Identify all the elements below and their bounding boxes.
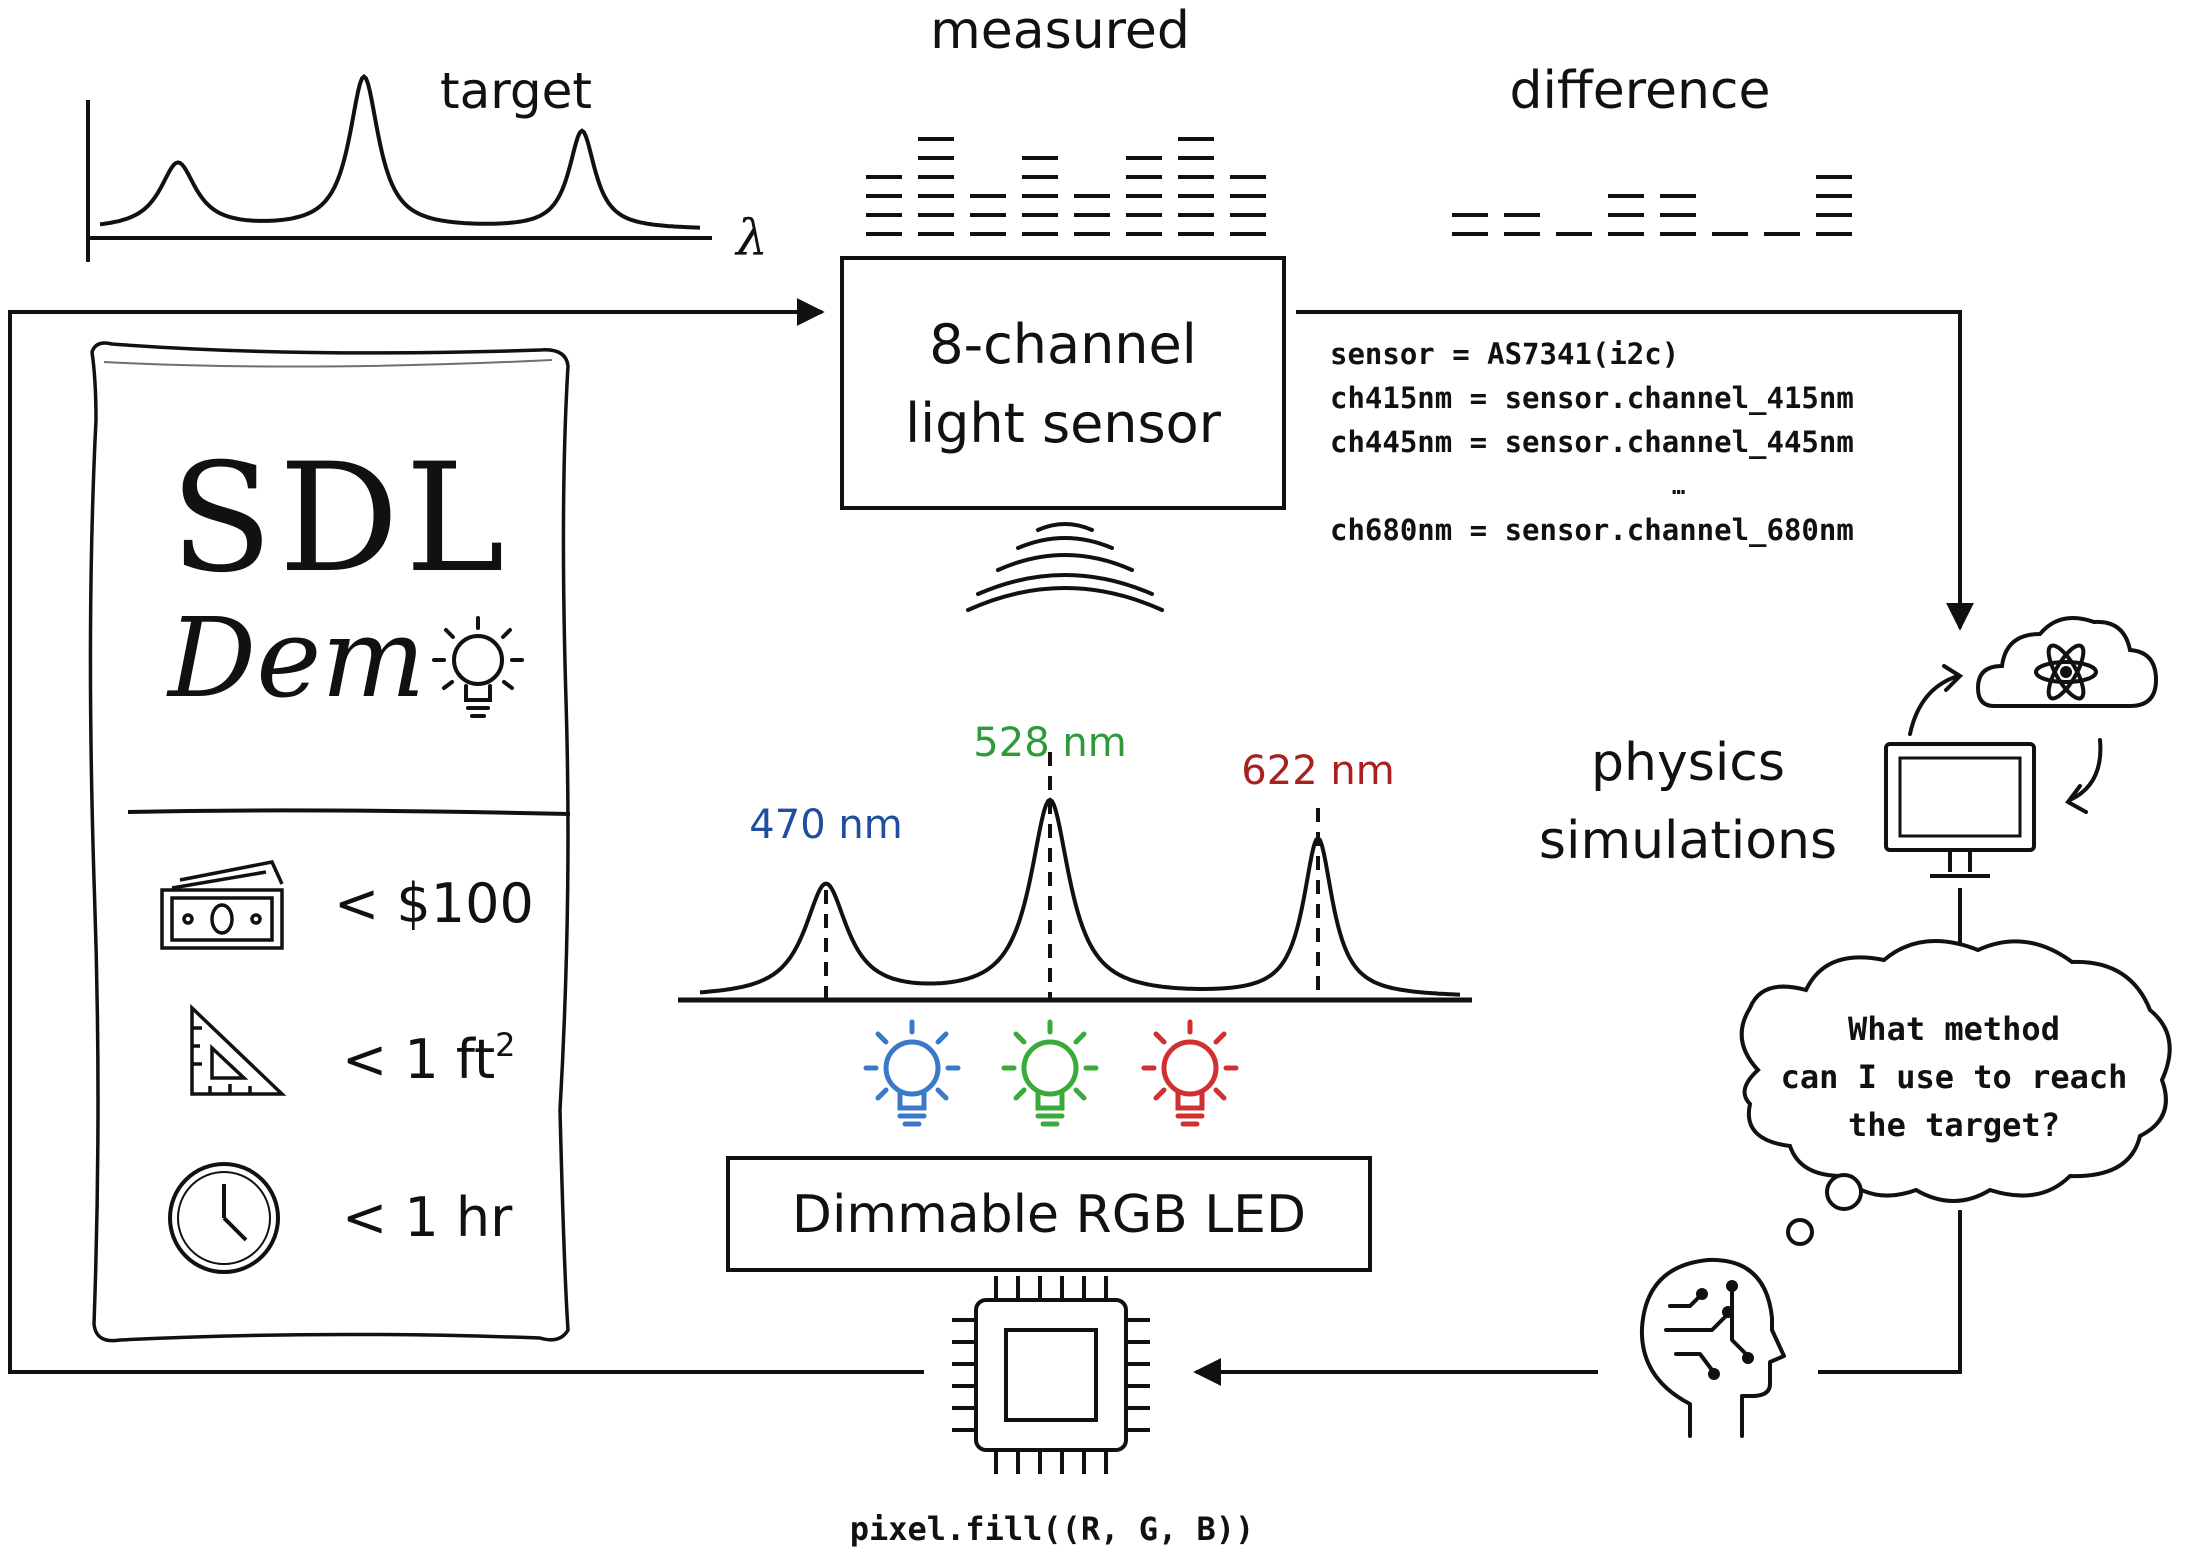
code-line-2: ch415nm = sensor.channel_415nm bbox=[1330, 381, 1854, 415]
clock-icon bbox=[168, 1162, 280, 1274]
peak-green-label: 528 nm bbox=[973, 720, 1126, 766]
target-spectrum: target λ bbox=[86, 62, 768, 267]
sensor-box-outline bbox=[840, 256, 1286, 510]
sdl-demo-poster: SDL Dem < $100 bbox=[88, 341, 571, 1343]
peak-red-label: 622 nm bbox=[1241, 748, 1394, 794]
sim-line1: physics bbox=[1591, 733, 1785, 793]
triangle-ruler-icon bbox=[190, 1003, 287, 1096]
loop-arrows bbox=[8, 298, 1974, 1386]
thought-line2: can I use to reach bbox=[1781, 1058, 2128, 1096]
cloud-atom-icon bbox=[1975, 616, 2159, 708]
led-bulb-icon-0 bbox=[863, 1019, 961, 1127]
sensor-code-block: sensor = AS7341(i2c) ch415nm = sensor.ch… bbox=[1330, 337, 1854, 547]
led-bulb-icon-1 bbox=[1001, 1019, 1099, 1127]
lightbulb-icon bbox=[432, 616, 524, 718]
led-label: Dimmable RGB LED bbox=[792, 1185, 1306, 1245]
thought-line1: What method bbox=[1848, 1010, 2060, 1048]
measured-bars bbox=[866, 137, 1266, 236]
difference-label: difference bbox=[1509, 61, 1770, 121]
cash-icon bbox=[160, 860, 284, 950]
physics-simulations: physics simulations bbox=[1539, 733, 1837, 871]
thought-cloud-outline bbox=[1739, 939, 2172, 1203]
connector-cloud-to-ai bbox=[1818, 1210, 1962, 1374]
sim-line2: simulations bbox=[1539, 811, 1837, 871]
target-curve bbox=[99, 73, 701, 230]
difference-plot: difference bbox=[1452, 61, 1852, 236]
led-bulbs bbox=[863, 1019, 1239, 1127]
thought-bubble-large bbox=[1825, 1173, 1863, 1211]
thought-line3: the target? bbox=[1848, 1106, 2060, 1144]
thought-cloud: What method can I use to reach the targe… bbox=[1739, 939, 2172, 1246]
rgb-peak-spectrum: 470 nm 528 nm 622 nm bbox=[678, 720, 1472, 1003]
poster-title-sdl: SDL bbox=[170, 432, 511, 606]
poster-cost: < $100 bbox=[334, 872, 534, 935]
light-sensor-box: 8-channel light sensor bbox=[840, 256, 1286, 510]
target-label: target bbox=[440, 62, 592, 120]
chip-code: pixel.fill((R, G, B)) bbox=[850, 1510, 1255, 1548]
poster-title-demo: Dem bbox=[166, 594, 426, 722]
poster-time: < 1 hr bbox=[342, 1186, 513, 1249]
ai-head-icon bbox=[1639, 1257, 1786, 1438]
difference-bars bbox=[1452, 175, 1852, 236]
sensor-line1: 8-channel bbox=[929, 313, 1197, 376]
poster-divider bbox=[127, 808, 571, 816]
code-line-1: sensor = AS7341(i2c) bbox=[1330, 337, 1679, 371]
sync-arrows bbox=[1908, 664, 2103, 814]
rgb-spectrum-curve bbox=[699, 797, 1460, 997]
chip-icon bbox=[952, 1276, 1150, 1474]
measured-label: measured bbox=[930, 1, 1190, 61]
code-line-5: ch680nm = sensor.channel_680nm bbox=[1330, 513, 1854, 547]
sensor-line2: light sensor bbox=[905, 392, 1222, 455]
signal-waves-icon bbox=[966, 522, 1164, 612]
measured-plot: measured bbox=[866, 1, 1266, 236]
monitor-icon bbox=[1884, 742, 2036, 878]
code-line-3: ch445nm = sensor.channel_445nm bbox=[1330, 425, 1854, 459]
thought-bubble-small bbox=[1786, 1218, 1814, 1246]
led-box-outline bbox=[726, 1156, 1372, 1272]
arrow-chip-to-sensor bbox=[8, 298, 924, 1374]
poster-area: < 1 ft2 bbox=[342, 1026, 516, 1091]
rgb-led-box: Dimmable RGB LED bbox=[726, 1156, 1372, 1272]
lambda-symbol: λ bbox=[734, 209, 768, 267]
led-bulb-icon-2 bbox=[1141, 1019, 1239, 1127]
peak-blue-label: 470 nm bbox=[749, 802, 902, 848]
code-line-ellipsis: … bbox=[1672, 475, 1685, 500]
arrow-sensor-to-simulations bbox=[1296, 310, 1974, 631]
